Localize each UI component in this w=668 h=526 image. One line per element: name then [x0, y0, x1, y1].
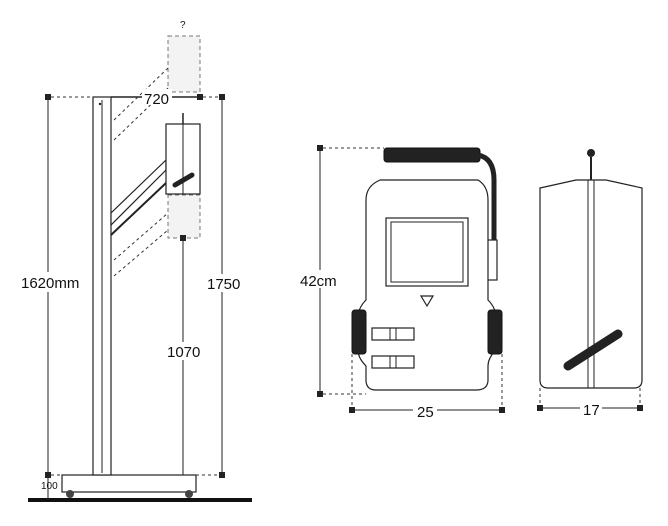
unit-front-view: 42cm 25 [298, 145, 505, 421]
side-knob [587, 149, 595, 157]
ghost-upper-unit [167, 35, 201, 93]
label-bg-1620 [20, 272, 84, 292]
unit-handle-cord [477, 152, 497, 242]
dim-tick-17-left [537, 405, 543, 411]
ghost-mark: ? [180, 20, 186, 31]
dim-tick-1620-bottom [45, 472, 51, 478]
unit-right-grip [487, 309, 503, 355]
dim-tick-25-right [499, 407, 505, 413]
dim-tick-42cm-top [317, 145, 323, 151]
diagonal-arm-dark-edge [110, 182, 167, 236]
diagonal-arm [110, 158, 167, 227]
label-bg-42cm [298, 270, 342, 288]
ghost-arm-lower-2 [113, 229, 169, 277]
label-17: 17 [583, 402, 600, 419]
label-100: 100 [41, 481, 58, 492]
dim-tick-25-left [349, 407, 355, 413]
label-bg-17 [580, 400, 602, 418]
dim-tick-1070-top [180, 235, 186, 241]
dim-tick-17-right [637, 405, 643, 411]
pole-screw [98, 102, 102, 106]
dim-tick-1620-top [45, 94, 51, 100]
label-25: 25 [417, 404, 434, 421]
unit-button-1 [371, 327, 415, 341]
dim-tick-1750-bottom [219, 472, 225, 478]
dim-tick-720-right [197, 94, 203, 100]
unit-button-2 [371, 355, 415, 369]
unit-side-view: 17 [537, 149, 643, 419]
ghost-lower-unit [167, 194, 201, 239]
label-1070: 1070 [167, 344, 200, 361]
label-42cm: 42cm [300, 273, 337, 290]
label-bg-1070 [166, 342, 202, 360]
side-body [539, 179, 643, 389]
label-1620mm: 1620mm [21, 275, 79, 292]
ghost-arm-upper-1 [113, 67, 169, 121]
label-bg-1750 [206, 274, 242, 292]
label-bg-25 [413, 402, 437, 420]
mounted-unit-handle [172, 172, 195, 188]
stand-base [61, 474, 197, 493]
stand-drawing: ? 1620mm 100 720 1750 107 [20, 20, 252, 502]
unit-left-grip [351, 309, 367, 355]
side-handle [563, 329, 623, 371]
unit-screen [390, 221, 464, 283]
label-bg-720 [142, 89, 172, 105]
unit-indicator-triangle [419, 295, 435, 308]
label-1750: 1750 [207, 276, 240, 293]
caster-right [185, 490, 193, 498]
caster-left [66, 490, 74, 498]
dim-tick-42cm-bottom [317, 391, 323, 397]
unit-top-handle [383, 147, 481, 163]
label-720: 720 [144, 91, 169, 108]
dim-tick-1750-top [219, 94, 225, 100]
